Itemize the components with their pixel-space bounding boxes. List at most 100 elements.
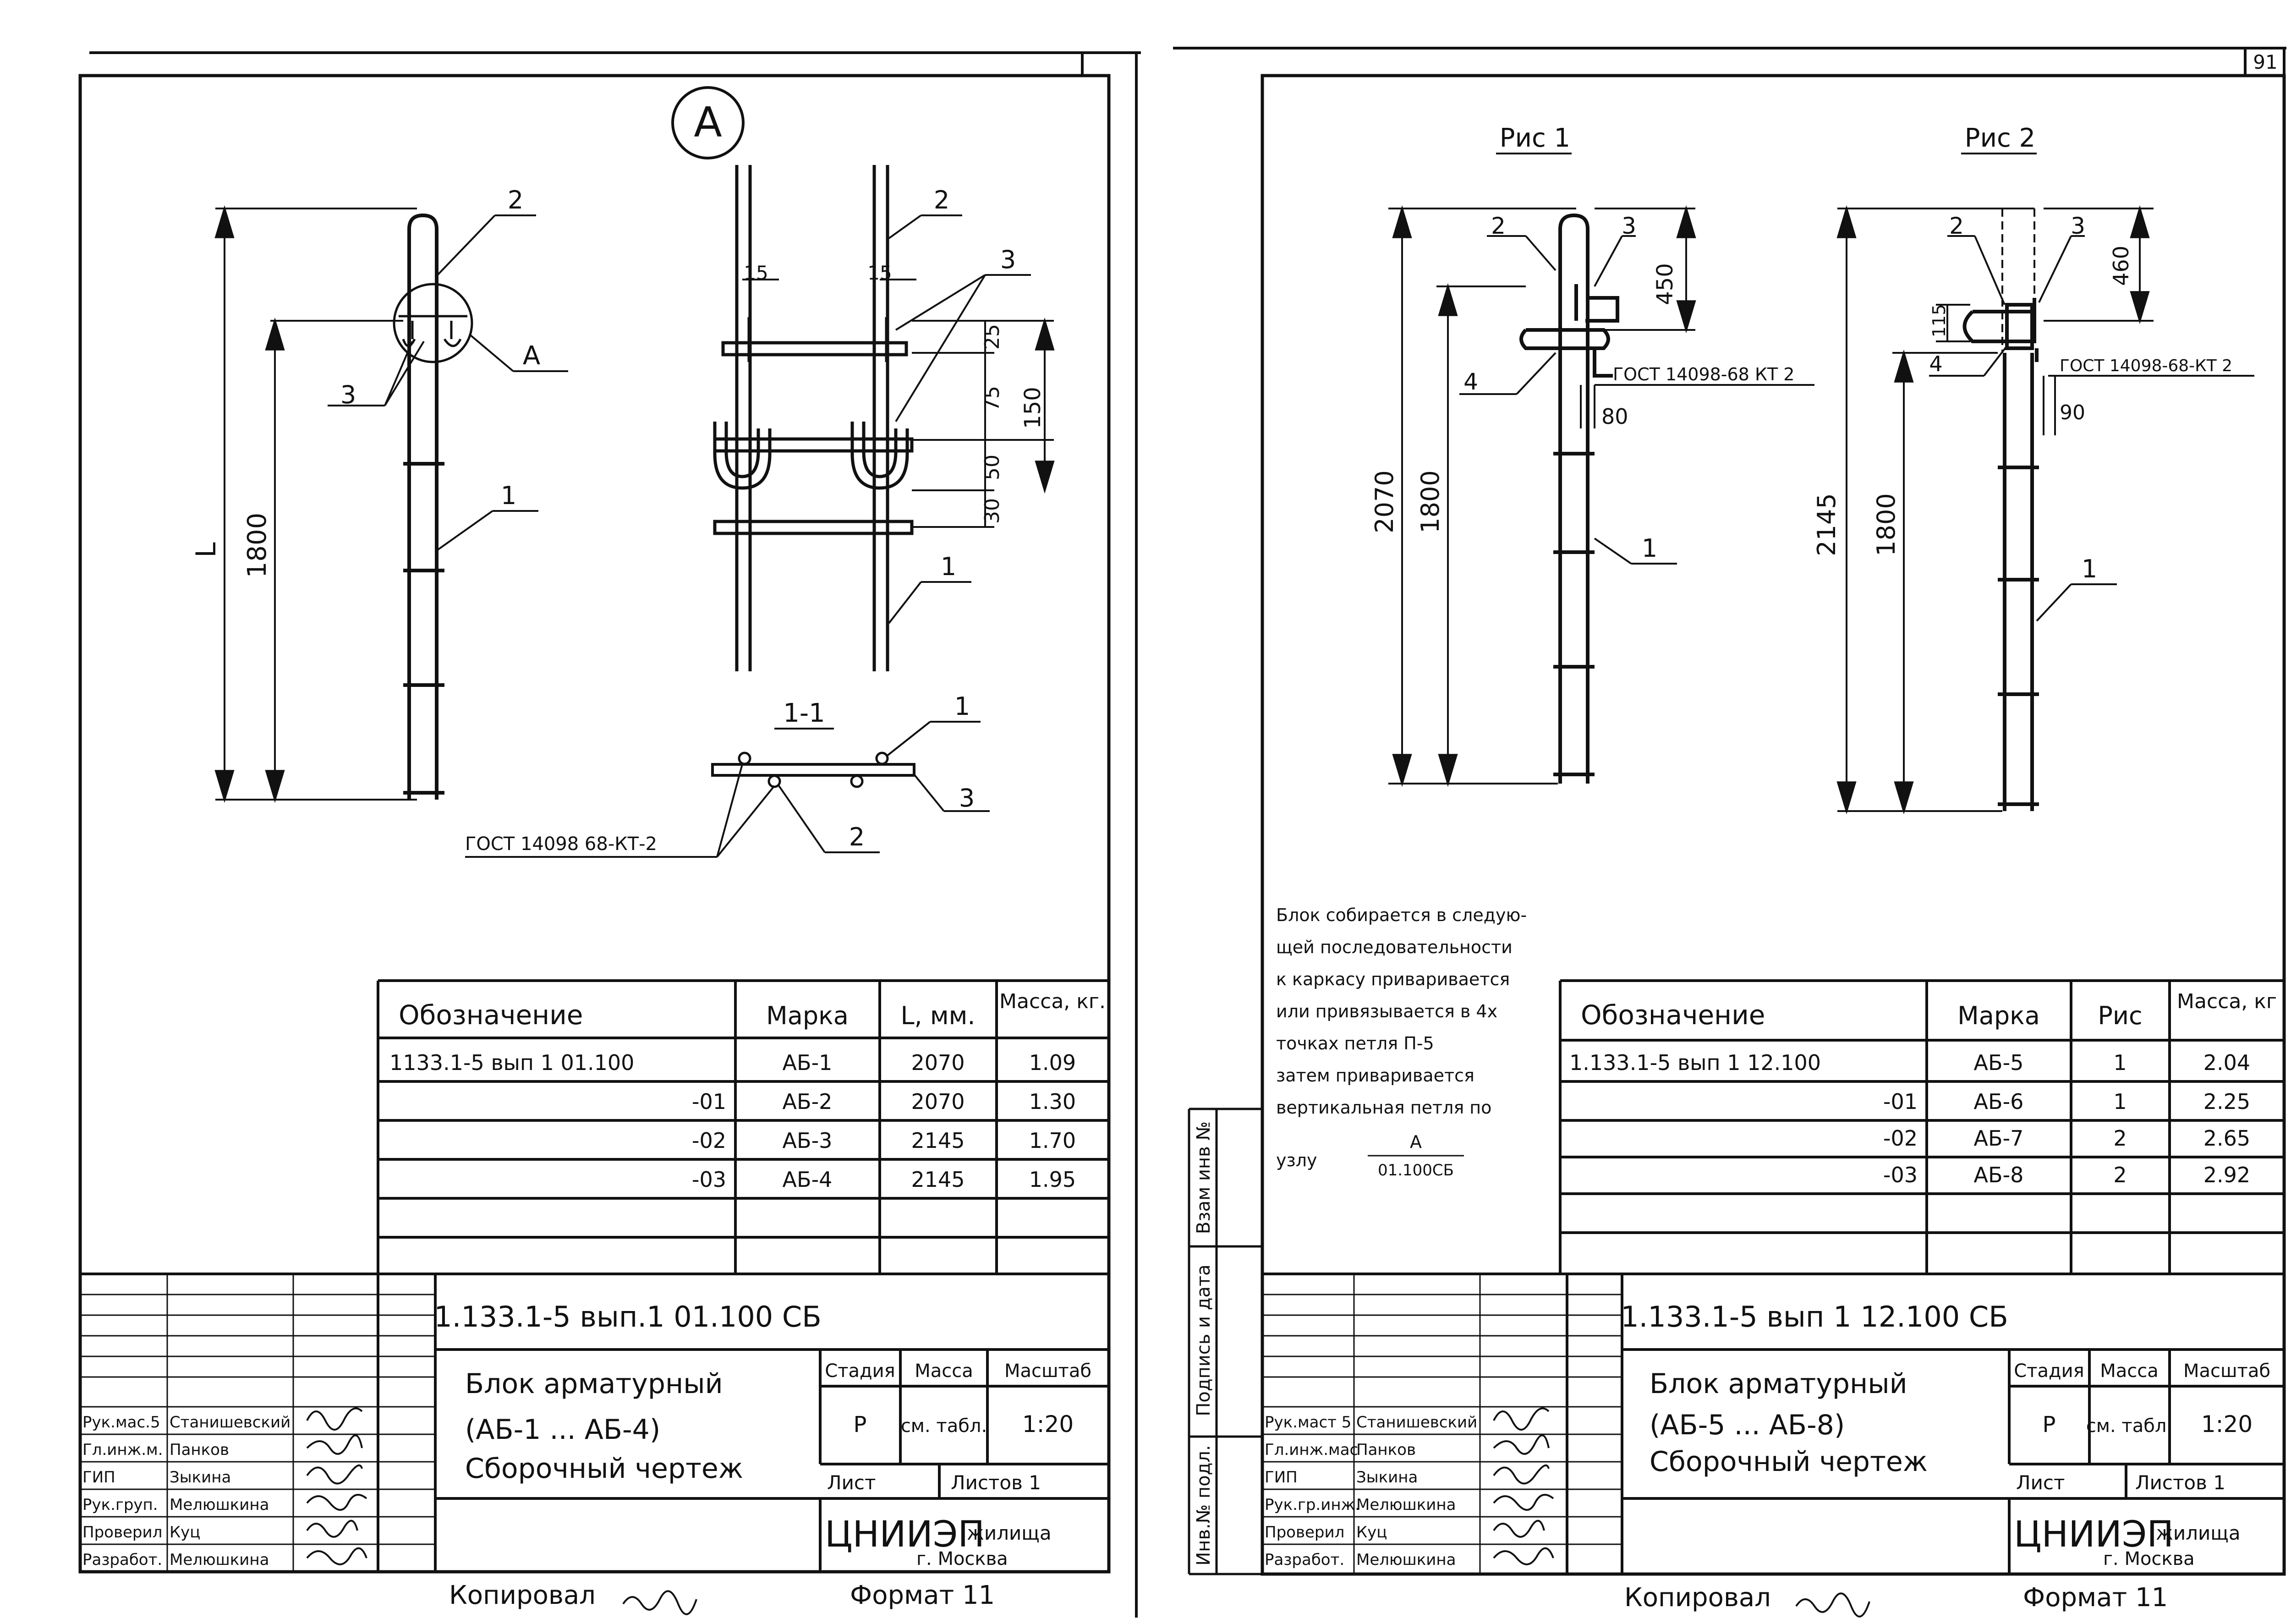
side-stamp: Инв.№ подл. Подпись и дата Взам инв № bbox=[1188, 1108, 1262, 1575]
title-line: (АБ-1 ... АБ-4) bbox=[465, 1414, 660, 1446]
left-section-1-1: 1-1 1 3 2 ГОСТ 14098 68-КТ-2 bbox=[465, 692, 990, 858]
svg-text:Взам инв №: Взам инв № bbox=[1193, 1121, 1214, 1234]
spec-header-mark: Марка bbox=[1957, 1001, 2040, 1030]
spec-cell: -01 bbox=[1883, 1089, 1918, 1114]
spec-header-designation: Обозначение bbox=[1581, 999, 1765, 1031]
svg-text:Рис 2: Рис 2 bbox=[1965, 123, 2035, 153]
svg-text:1:20: 1:20 bbox=[2201, 1411, 2253, 1437]
svg-text:4: 4 bbox=[1463, 368, 1478, 395]
copied-signature bbox=[622, 1590, 697, 1615]
spec-cell: АБ-3 bbox=[783, 1128, 833, 1153]
svg-text:50: 50 bbox=[981, 455, 1004, 480]
org-logo: ЦНИИЭП bbox=[825, 1514, 985, 1555]
svg-text:Разработ.: Разработ. bbox=[1265, 1551, 1344, 1569]
svg-text:А: А bbox=[523, 341, 540, 371]
svg-text:1800: 1800 bbox=[1872, 493, 1901, 556]
svg-text:Куц: Куц bbox=[1356, 1523, 1387, 1542]
title-line: (АБ-5 ... АБ-8) bbox=[1650, 1409, 1845, 1441]
doc-code: 1.133.1-5 вып 1 12.100 СБ bbox=[1621, 1300, 2008, 1333]
svg-text:вертикальная петля по: вертикальная петля по bbox=[1276, 1097, 1491, 1118]
svg-text:ГОСТ 14098 68-КТ-2: ГОСТ 14098 68-КТ-2 bbox=[465, 834, 657, 855]
left-sheet: А L 1800 2 А bbox=[78, 74, 1111, 1615]
spec-cell: АБ-2 bbox=[783, 1089, 833, 1114]
format-label: Формат 11 bbox=[2023, 1583, 2168, 1613]
title-line: Блок арматурный bbox=[465, 1368, 723, 1400]
right-spec-table: Обозначение Марка Рис Масса, кг 1.133.1-… bbox=[1559, 979, 2284, 1274]
right-frame bbox=[1261, 74, 2286, 1576]
spec-cell: 2 bbox=[2113, 1163, 2127, 1187]
spec-cell: АБ-1 bbox=[783, 1050, 833, 1075]
copied-label: Копировал bbox=[1624, 1583, 1771, 1613]
svg-text:1-1: 1-1 bbox=[783, 698, 825, 728]
svg-text:3: 3 bbox=[1000, 245, 1016, 274]
title-line: Блок арматурный bbox=[1650, 1368, 1907, 1400]
svg-text:Разработ.: Разработ. bbox=[82, 1551, 162, 1569]
spec-cell: 1.09 bbox=[1029, 1050, 1076, 1075]
svg-text:А: А bbox=[1410, 1132, 1422, 1152]
svg-text:1: 1 bbox=[501, 481, 516, 510]
spec-cell: 2 bbox=[2113, 1126, 2127, 1151]
left-title-block: 1.133.1-5 вып.1 01.100 СБ Блок арматурны… bbox=[80, 1273, 1109, 1572]
spec-cell: 2.04 bbox=[2203, 1050, 2250, 1075]
title-line: Сборочный чертеж bbox=[1650, 1446, 1928, 1478]
svg-text:Станишевский: Станишевский bbox=[170, 1413, 290, 1432]
svg-text:1: 1 bbox=[1642, 534, 1657, 563]
spec-header-designation: Обозначение bbox=[399, 999, 583, 1031]
svg-text:затем приваривается: затем приваривается bbox=[1276, 1065, 1474, 1086]
svg-text:Подпись и дата: Подпись и дата bbox=[1193, 1264, 1214, 1416]
svg-text:Р: Р bbox=[2043, 1412, 2056, 1437]
svg-text:Рук.груп.: Рук.груп. bbox=[82, 1496, 158, 1514]
svg-text:1800: 1800 bbox=[242, 513, 272, 578]
svg-text:Панков: Панков bbox=[1356, 1441, 1416, 1459]
right-title-block: 1.133.1-5 вып 1 12.100 СБ Блок арматурны… bbox=[1262, 1273, 2284, 1574]
left-detail-a: 15 15 25 75 50 30 150 2 3 1 bbox=[713, 165, 1055, 671]
spec-cell: АБ-6 bbox=[1974, 1089, 2024, 1114]
svg-text:г. Москва: г. Москва bbox=[916, 1548, 1008, 1569]
svg-text:3: 3 bbox=[2071, 213, 2085, 239]
doc-code: 1.133.1-5 вып.1 01.100 СБ bbox=[434, 1300, 822, 1333]
spec-header-mass: Масса, кг. bbox=[999, 990, 1106, 1013]
spec-cell: 2070 bbox=[911, 1050, 965, 1075]
spec-cell: АБ-4 bbox=[783, 1167, 833, 1192]
svg-text:1:20: 1:20 bbox=[1022, 1411, 1074, 1437]
spec-cell: -01 bbox=[692, 1089, 726, 1114]
svg-text:Лист: Лист bbox=[827, 1471, 876, 1494]
svg-text:Зыкина: Зыкина bbox=[1356, 1468, 1418, 1487]
svg-text:Проверил: Проверил bbox=[1265, 1523, 1344, 1542]
assembly-note: Блок собирается в следую- щей последоват… bbox=[1276, 905, 1527, 1180]
copied-label: Копировал bbox=[449, 1580, 596, 1610]
svg-text:Инв.№ подл.: Инв.№ подл. bbox=[1193, 1445, 1214, 1565]
view-marker-a: А bbox=[671, 86, 745, 159]
svg-text:Рис 1: Рис 1 bbox=[1500, 123, 1570, 153]
svg-text:Гл.инж.м.: Гл.инж.м. bbox=[82, 1441, 163, 1459]
svg-text:1: 1 bbox=[954, 692, 970, 721]
svg-text:25: 25 bbox=[981, 324, 1004, 350]
svg-text:Рук.маст 5: Рук.маст 5 bbox=[1265, 1413, 1351, 1432]
svg-text:Мелюшкина: Мелюшкина bbox=[170, 1551, 269, 1569]
svg-text:80: 80 bbox=[1601, 404, 1628, 429]
svg-text:1: 1 bbox=[2082, 554, 2097, 583]
svg-text:2: 2 bbox=[1949, 213, 1964, 239]
svg-text:01.100СБ: 01.100СБ bbox=[1378, 1161, 1454, 1180]
svg-text:Станишевский: Станишевский bbox=[1356, 1413, 1477, 1432]
svg-text:жилища: жилища bbox=[967, 1522, 1052, 1544]
page-number: 91 bbox=[2253, 51, 2277, 73]
spec-cell: 1 bbox=[2113, 1089, 2127, 1114]
svg-text:Масса: Масса bbox=[2100, 1361, 2159, 1382]
spec-cell: АБ-8 bbox=[1974, 1163, 2024, 1187]
svg-text:90: 90 bbox=[2060, 401, 2085, 424]
svg-text:Панков: Панков bbox=[170, 1441, 229, 1459]
spec-cell: 1.133.1-5 вып 1 12.100 bbox=[1569, 1050, 1821, 1075]
spec-cell: 1133.1-5 вып 1 01.100 bbox=[389, 1050, 634, 1075]
svg-text:L: L bbox=[190, 542, 222, 558]
svg-text:Стадия: Стадия bbox=[2014, 1361, 2084, 1382]
svg-text:ГОСТ 14098-68-КТ 2: ГОСТ 14098-68-КТ 2 bbox=[2060, 357, 2232, 375]
spec-cell: 2145 bbox=[911, 1167, 965, 1192]
svg-text:3: 3 bbox=[340, 380, 356, 409]
right-sheet: Инв.№ подл. Подпись и дата Взам инв № Ри… bbox=[1188, 74, 2286, 1618]
svg-text:2: 2 bbox=[1491, 213, 1506, 239]
spec-header-mass: Масса, кг bbox=[2177, 990, 2277, 1013]
spec-cell: 1.95 bbox=[1029, 1167, 1076, 1192]
svg-text:Листов 1: Листов 1 bbox=[951, 1471, 1041, 1494]
